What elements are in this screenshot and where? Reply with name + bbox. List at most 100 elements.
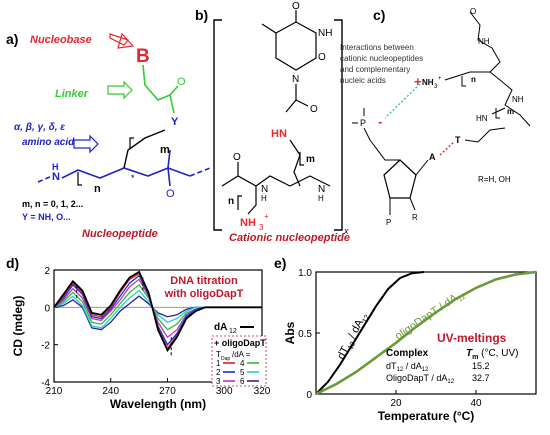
- note-line2: cationic nucleopeptides: [340, 54, 423, 63]
- panel-a-label: a): [6, 31, 18, 47]
- amino-acid-arrow-icon: [73, 134, 99, 154]
- minus-charge: -: [378, 114, 382, 129]
- note-line1: Interactions between: [340, 43, 414, 52]
- table-row2-value: 32.7: [472, 373, 490, 383]
- polymer-bracket-left: [213, 19, 222, 231]
- table-header-complex: Complex: [386, 348, 429, 359]
- note-line3: and complementary: [340, 65, 410, 74]
- panel-d-label: d): [6, 255, 19, 271]
- thymine-n-atom: N: [292, 74, 299, 85]
- peptide-nh-top-atom: NH: [478, 37, 490, 46]
- thymine-o1-atom: O: [292, 1, 300, 12]
- chiral-star: *: [131, 173, 135, 183]
- nucleobase-arrow-icon: [109, 32, 135, 49]
- polymer-bracket-right: [334, 19, 343, 231]
- peptide-o-top-atom: O: [470, 7, 476, 16]
- mn-note: m, n = 0, 1, 2...: [22, 199, 83, 209]
- legend-box: [211, 335, 267, 387]
- cd-xtick-label: 300: [216, 386, 233, 397]
- melt-ytick-label: 1.0: [298, 268, 312, 279]
- nucleobase-label: Nucleobase: [30, 34, 92, 46]
- table-header-tm: Tm (°C, UV): [466, 348, 518, 361]
- melt-series-line: [315, 271, 425, 395]
- cationic-caption: Cationic nucleopeptide: [229, 232, 350, 244]
- melt-ytick-label: 0: [306, 390, 312, 401]
- base-pair-hbond: [439, 141, 455, 156]
- legend-ratio-rest: /dA =: [232, 350, 251, 359]
- backbone-b-h-atom: H: [261, 194, 267, 203]
- cd-ytick-label: -2: [41, 341, 50, 352]
- amino-acid-label-line1: α, β, γ, δ, ε: [14, 122, 65, 133]
- panel-c-label: c): [373, 7, 385, 23]
- nh3-atom: NH: [240, 217, 256, 229]
- backbone-n-atom: N: [52, 171, 60, 183]
- c-nh3-sup: +: [438, 76, 442, 82]
- legend-da-sub: 12: [229, 328, 237, 335]
- melt-xlabel: Temperature (°C): [378, 409, 475, 423]
- thymine-t-atom: T: [455, 135, 461, 145]
- backbone-b-h2-atom: H: [318, 194, 324, 203]
- backbone-b-o-atom: O: [233, 152, 241, 163]
- melt-ylabel: Abs: [283, 321, 297, 344]
- thymine-nh-atom: NH: [318, 28, 332, 39]
- cd-ytick-label: -4: [41, 378, 50, 389]
- panel-c-m-sub: m: [507, 107, 514, 116]
- backbone-b-n2-atom: N: [318, 184, 325, 195]
- c-nh3-atom: NH: [422, 78, 434, 87]
- legend-ratio-t: T: [216, 350, 221, 359]
- cd-xtick-label: 240: [102, 386, 119, 397]
- legend-da-label: dA: [214, 322, 227, 333]
- legend-ratio-value: 4: [240, 359, 245, 368]
- cd-xtick-label: 270: [159, 386, 176, 397]
- rh-note: R=H, OH: [478, 175, 511, 184]
- backbone-h-atom: H: [52, 162, 59, 172]
- melt-xtick-label: 40: [470, 398, 482, 409]
- table-row2-name: OligoDapT / dA12: [386, 373, 455, 385]
- legend-ratio-value: 1: [216, 359, 221, 368]
- cd-xtick-label: 320: [254, 386, 271, 397]
- electrostatic-interaction: [384, 83, 421, 119]
- panel-a-n-sub: n: [94, 183, 101, 195]
- melt-xtick-label: 20: [390, 398, 402, 409]
- note-line4: nucleic acids: [340, 76, 386, 85]
- amino-acid-label-line2: amino acid: [22, 137, 75, 148]
- legend-ratio-value: 5: [240, 368, 245, 377]
- uv-meltings-title: UV-meltings: [437, 331, 507, 345]
- linker-arrow-icon: [107, 80, 133, 100]
- amide-o-atom: O: [310, 104, 318, 115]
- backbone-o-atom: O: [166, 188, 175, 200]
- adenine-a-atom: A: [429, 152, 436, 162]
- cd-series-line: [53, 270, 262, 353]
- cd-title-line2: with oligoDapT: [164, 288, 244, 300]
- nh3-sub: 3: [259, 223, 264, 232]
- linker-label: Linker: [55, 88, 89, 100]
- cd-xtick-label: 210: [46, 386, 63, 397]
- table-row1-value: 15.2: [472, 361, 490, 371]
- legend-plus-label: + oligoDapT: [214, 338, 266, 348]
- peptide-hn-atom: HN: [476, 114, 488, 123]
- atom-b: B: [136, 46, 150, 67]
- atom-y: Y: [171, 116, 179, 128]
- cd-plot-frame: [53, 269, 263, 383]
- cd-title-line1: DNA titration: [170, 275, 238, 287]
- cd-ytick-label: 2: [44, 266, 50, 277]
- panel-b-label: b): [195, 7, 208, 23]
- legend-ratio-value: 6: [240, 377, 245, 386]
- nucleopeptide-caption: Nucleopeptide: [82, 228, 158, 240]
- backbone-b-n-atom: N: [261, 184, 268, 195]
- legend-ratio-value: 2: [216, 368, 221, 377]
- polymer-x-sub: x: [343, 226, 349, 236]
- cd-ytick-label: 0: [44, 303, 50, 314]
- panel-e-label: e): [274, 255, 286, 271]
- cd-xlabel: Wavelength (nm): [110, 397, 206, 411]
- c-nh3-sub: 3: [434, 84, 438, 90]
- legend-ratio-sub: Dap: [221, 356, 230, 362]
- melt-series-line: [315, 270, 537, 396]
- legend-ratio-value: 3: [216, 377, 221, 386]
- panel-b-m-sub: m: [306, 154, 315, 165]
- amide-hn-atom: HN: [271, 128, 287, 140]
- panel-b-n-sub: n: [228, 196, 234, 207]
